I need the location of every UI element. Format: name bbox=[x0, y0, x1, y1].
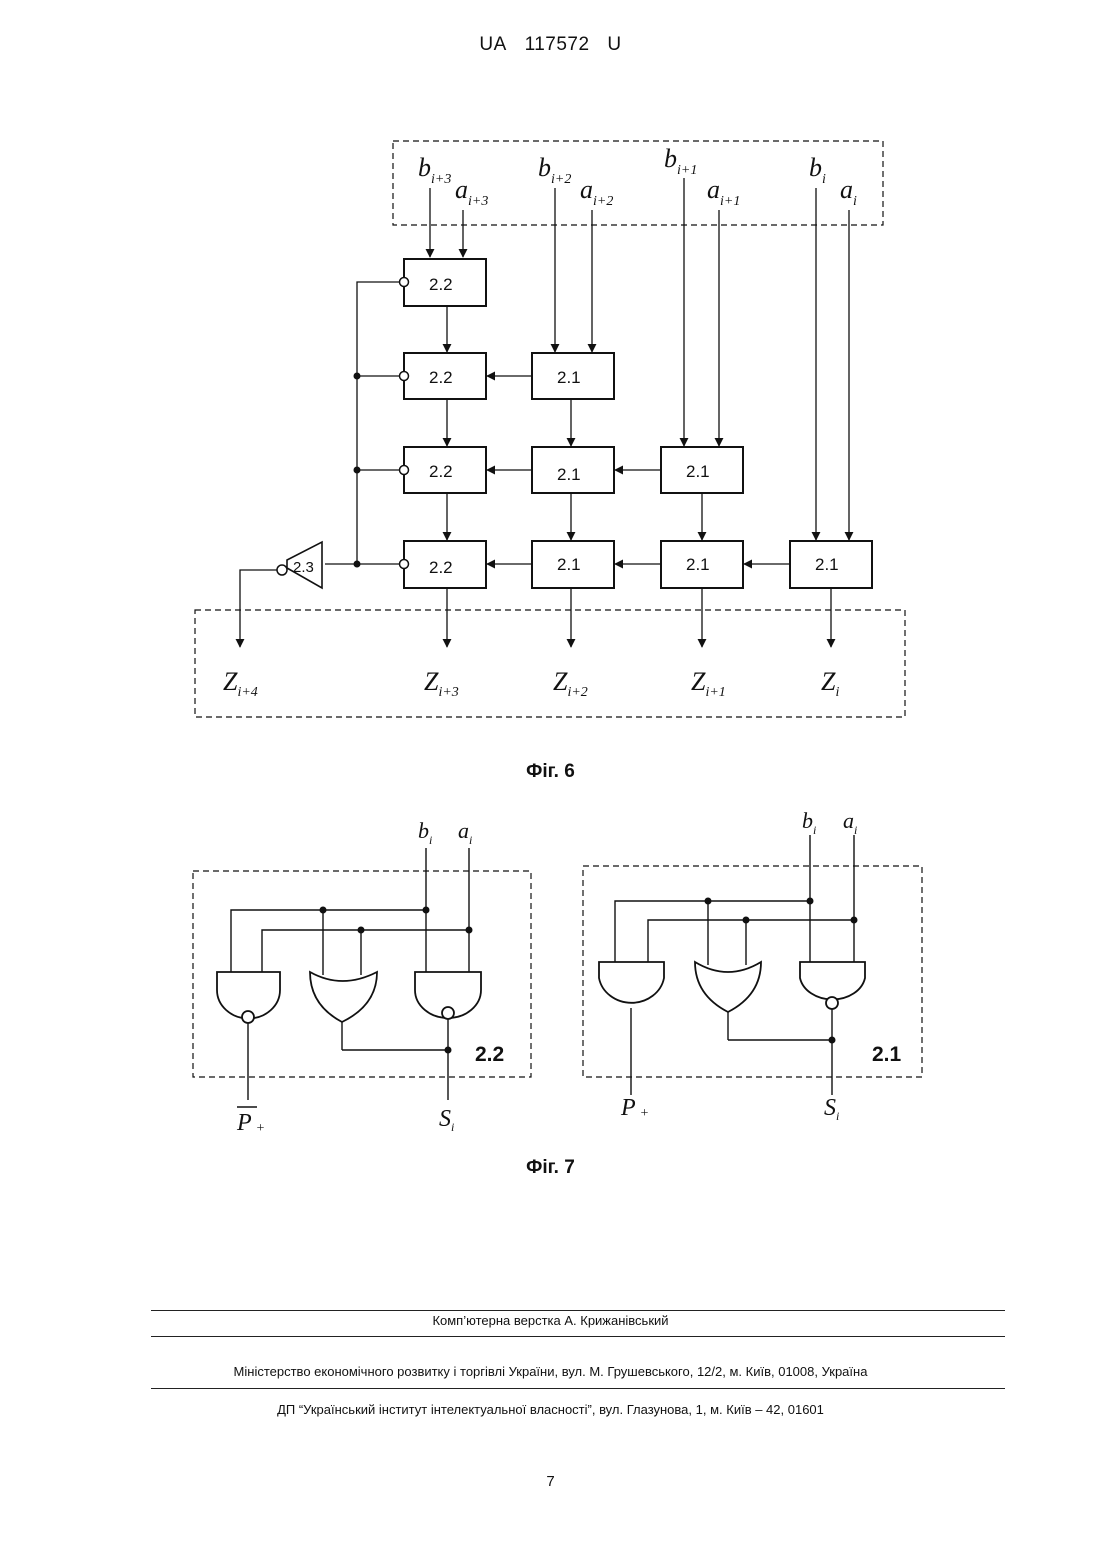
fig7-left-diagram bbox=[193, 848, 531, 1107]
label-2-2-r4: 2.2 bbox=[429, 558, 453, 577]
label-2-3: 2.3 bbox=[293, 559, 314, 576]
svg-text:Zi: Zi bbox=[821, 667, 839, 700]
output-z-i2: Z bbox=[553, 667, 568, 696]
output-z-i2-sub: i+2 bbox=[567, 685, 587, 700]
svg-text:Zi+1: Zi+1 bbox=[691, 667, 726, 700]
output-z-i4-sub: i+4 bbox=[237, 685, 257, 700]
fig6-diagram bbox=[195, 141, 905, 717]
output-z-i: Z bbox=[821, 667, 836, 696]
input-b-i: b bbox=[809, 153, 822, 182]
footer-institute: ДП “Український інститут інтелектуальної… bbox=[0, 1402, 1101, 1417]
label-2-2-r1: 2.2 bbox=[429, 275, 453, 294]
label-2-1-r2c2: 2.1 bbox=[557, 368, 581, 387]
svg-text:Zi+3: Zi+3 bbox=[424, 667, 459, 700]
fig6-output-frame bbox=[195, 610, 905, 717]
fig7-left-label: 2.2 bbox=[475, 1043, 504, 1066]
footer-divider-3 bbox=[151, 1388, 1005, 1389]
label-2-1-r4c4: 2.1 bbox=[815, 555, 839, 574]
svg-text:ai: ai bbox=[843, 808, 857, 837]
footer-ministry: Міністерство економічного розвитку і тор… bbox=[0, 1364, 1101, 1379]
fig7-left-p: P bbox=[236, 1110, 252, 1136]
fig7-caption: Фіг. 7 bbox=[0, 1157, 1101, 1179]
svg-text:ai: ai bbox=[840, 175, 857, 209]
input-a-i-sub: i bbox=[853, 194, 857, 209]
svg-text:ai+2: ai+2 bbox=[580, 175, 613, 209]
fig7-right-or bbox=[695, 962, 761, 1012]
svg-text:bi: bi bbox=[802, 808, 816, 837]
label-2-1-r4c2: 2.1 bbox=[557, 555, 581, 574]
fig7-right-a: a bbox=[843, 808, 854, 833]
svg-text:ai: ai bbox=[458, 818, 472, 847]
fig7-left-or bbox=[310, 972, 377, 1022]
input-a-i3: a bbox=[455, 175, 468, 204]
svg-text:ai+3: ai+3 bbox=[455, 175, 488, 209]
output-z-i1-sub: i+1 bbox=[705, 685, 725, 700]
svg-text:bi: bi bbox=[809, 153, 826, 187]
svg-text:bi+3: bi+3 bbox=[418, 153, 451, 187]
output-z-i1: Z bbox=[691, 667, 706, 696]
fig7-right-a-sub: i bbox=[854, 823, 857, 837]
fig7-left-b-sub: i bbox=[429, 833, 432, 847]
fig7-right-b-sub: i bbox=[813, 823, 816, 837]
input-b-i3: b bbox=[418, 153, 431, 182]
svg-text:bi: bi bbox=[418, 818, 432, 847]
footer-layout-credit: Комп’ютерна верстка А. Крижанівський bbox=[0, 1313, 1101, 1328]
output-z-i4: Z bbox=[223, 667, 238, 696]
fig7-right-nand bbox=[800, 962, 865, 999]
svg-text:Zi+2: Zi+2 bbox=[553, 667, 588, 700]
input-b-i2: b bbox=[538, 153, 551, 182]
input-b-i1-sub: i+1 bbox=[677, 163, 697, 178]
input-a-i3-sub: i+3 bbox=[468, 194, 488, 209]
input-a-i2-sub: i+2 bbox=[593, 194, 613, 209]
fig7-left-s-sub: i bbox=[451, 1120, 454, 1134]
input-a-i2: a bbox=[580, 175, 593, 204]
input-b-i-sub: i bbox=[822, 172, 826, 187]
input-b-i2-sub: i+2 bbox=[551, 172, 571, 187]
output-z-i3: Z bbox=[424, 667, 439, 696]
svg-text:P+: P+ bbox=[236, 1110, 265, 1136]
page-number: 7 bbox=[0, 1473, 1101, 1490]
label-2-2-r3: 2.2 bbox=[429, 462, 453, 481]
input-a-i: a bbox=[840, 175, 853, 204]
svg-text:P+: P+ bbox=[620, 1095, 649, 1121]
fig7-right-p: P bbox=[620, 1095, 636, 1121]
footer-divider-1 bbox=[151, 1310, 1005, 1311]
label-2-1-r3c2: 2.1 bbox=[557, 465, 581, 484]
fig7-left-p-sub: + bbox=[256, 1121, 265, 1136]
fig7-right-and bbox=[599, 962, 664, 1003]
label-2-1-r3c3: 2.1 bbox=[686, 462, 710, 481]
fig7-left-a: a bbox=[458, 818, 469, 843]
input-b-i3-sub: i+3 bbox=[431, 172, 451, 187]
fig7-right-s-sub: i bbox=[836, 1109, 839, 1123]
fig7-left-b: b bbox=[418, 818, 429, 843]
svg-text:Si: Si bbox=[824, 1095, 839, 1123]
fig7-right-label: 2.1 bbox=[872, 1043, 902, 1066]
svg-text:bi+1: bi+1 bbox=[664, 144, 697, 178]
svg-text:bi+2: bi+2 bbox=[538, 153, 571, 187]
input-a-i1: a bbox=[707, 175, 720, 204]
fig7-right-p-sub: + bbox=[640, 1106, 649, 1121]
fig7-right-b: b bbox=[802, 808, 813, 833]
fig7-left-a-sub: i bbox=[469, 833, 472, 847]
output-z-i3-sub: i+3 bbox=[438, 685, 458, 700]
svg-text:Si: Si bbox=[439, 1106, 454, 1134]
fig7-right-s: S bbox=[824, 1095, 836, 1121]
output-z-i-sub: i bbox=[835, 685, 839, 700]
svg-text:ai+1: ai+1 bbox=[707, 175, 740, 209]
svg-text:Zi+4: Zi+4 bbox=[223, 667, 258, 700]
label-2-2-r2: 2.2 bbox=[429, 368, 453, 387]
label-2-1-r4c3: 2.1 bbox=[686, 555, 710, 574]
fig7-left-s: S bbox=[439, 1106, 451, 1132]
footer-divider-2 bbox=[151, 1336, 1005, 1337]
input-a-i1-sub: i+1 bbox=[720, 194, 740, 209]
input-b-i1: b bbox=[664, 144, 677, 173]
fig6-caption: Фіг. 6 bbox=[0, 761, 1101, 783]
